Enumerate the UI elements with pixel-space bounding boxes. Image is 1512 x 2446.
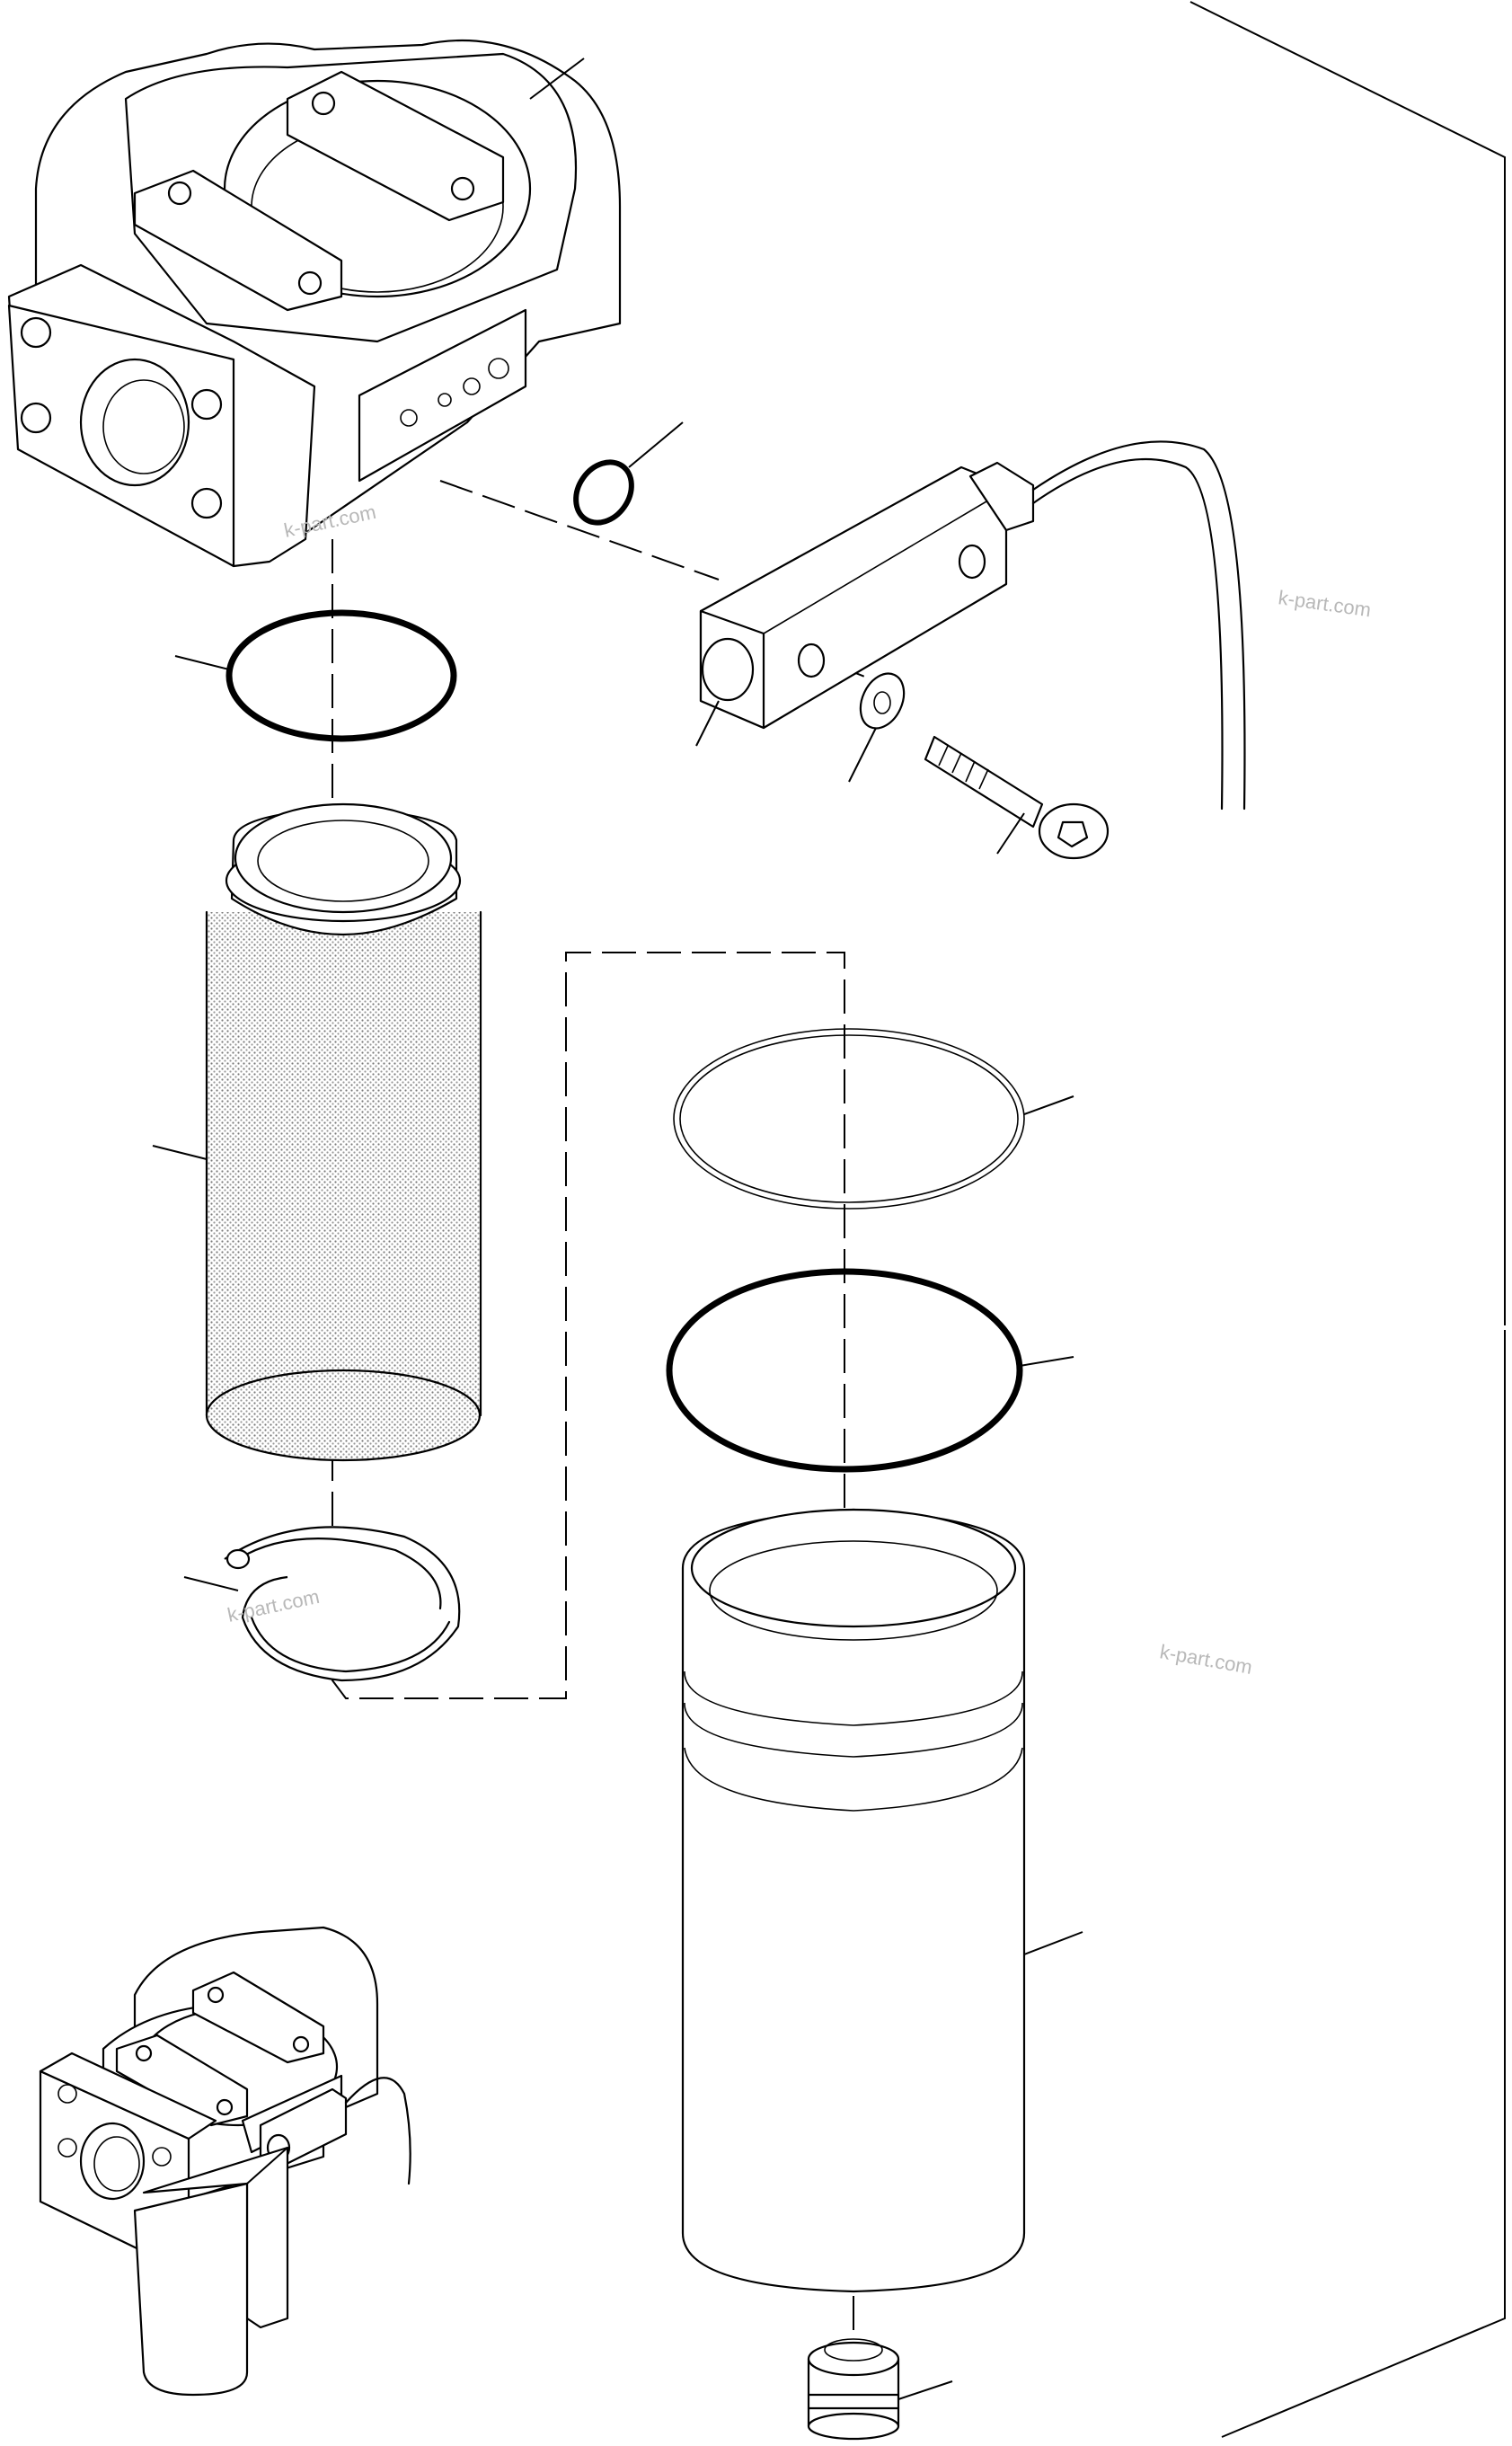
head-o-ring — [174, 609, 457, 742]
socket-bolt — [924, 735, 1110, 860]
backup-ring — [673, 1028, 1074, 1210]
filter-element — [152, 802, 482, 1462]
clogging-sensor — [695, 440, 1246, 811]
filter-head — [7, 40, 622, 568]
small-o-ring — [573, 421, 684, 526]
watermark-text: k-part.com — [1277, 586, 1372, 621]
washer — [848, 672, 906, 783]
bowl-o-ring — [666, 1268, 1074, 1473]
watermark-text: k-part.com — [1158, 1640, 1254, 1679]
page-frame — [1189, 1, 1506, 2438]
filter-bowl — [681, 1508, 1083, 2293]
spring — [183, 1526, 461, 1682]
assembled-view — [39, 1926, 411, 2397]
drain-plug — [807, 2296, 953, 2441]
